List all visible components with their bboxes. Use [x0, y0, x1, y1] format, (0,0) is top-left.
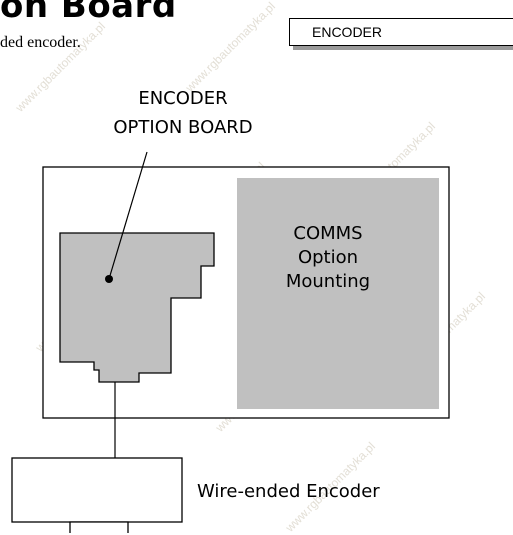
comms-label-line2: Option	[298, 247, 358, 268]
encoder-option-board-label-line2: OPTION BOARD	[113, 117, 252, 138]
encoder-shaft	[69, 521, 129, 533]
section-tag-label: ENCODER	[312, 24, 383, 40]
comms-option-mounting-area	[237, 178, 439, 409]
board-leader-line	[108, 151, 148, 280]
wire-ended-encoder-label: Wire-ended Encoder	[197, 481, 380, 502]
encoder-option-board-label-line1: ENCODER	[138, 88, 227, 109]
page-heading: on Board	[0, 0, 177, 26]
comms-label-line3: Mounting	[286, 271, 370, 292]
encoder-option-board	[59, 232, 215, 383]
comms-label-line1: COMMS	[293, 223, 362, 244]
wire-ended-encoder	[11, 457, 183, 523]
intro-text: ded encoder.	[0, 34, 81, 51]
section-tag-box: ENCODER	[289, 18, 513, 46]
